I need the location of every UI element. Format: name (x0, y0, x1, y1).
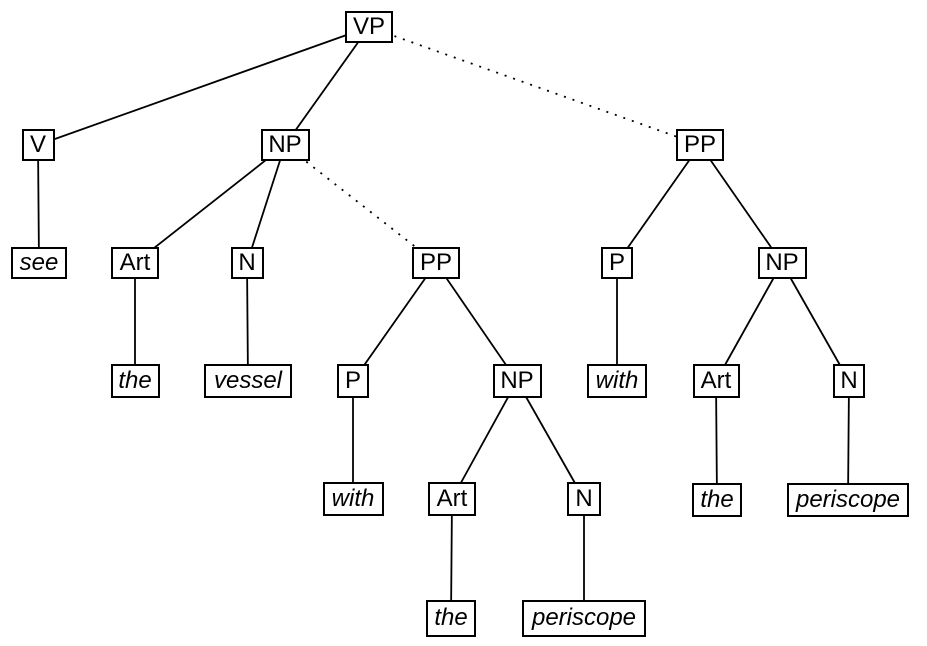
tree-node-np-right: NP (757, 247, 807, 279)
tree-node-the-mid: the (426, 599, 476, 637)
tree-node-p-mid: P (337, 364, 369, 398)
edge-pp-right-p-right (616, 144, 701, 264)
tree-node-art-main: Art (111, 247, 159, 279)
edge-vp-pp-right-dotted (368, 26, 701, 146)
edge-np-right-n-right (781, 262, 850, 382)
edge-np-main-pp-mid-dotted (284, 144, 437, 264)
tree-node-pp-right: PP (676, 129, 724, 161)
tree-node-np-main: NP (260, 129, 310, 161)
edge-np-right-art-right (715, 262, 783, 382)
edge-pp-mid-np-mid (435, 262, 518, 382)
edge-v-see (37, 144, 40, 264)
tree-node-see: see (11, 247, 67, 279)
edge-pp-mid-p-mid (352, 262, 437, 382)
tree-node-vp: VP (345, 11, 393, 43)
tree-node-n-main: N (230, 247, 264, 279)
edge-np-mid-n-mid (516, 380, 585, 500)
edge-np-main-art-main (134, 144, 286, 264)
tree-node-v: V (21, 129, 55, 161)
tree-node-art-mid: Art (428, 482, 476, 516)
tree-node-periscope-right: periscope (787, 483, 909, 517)
tree-node-art-right: Art (692, 364, 740, 398)
edge-n-right-periscope-right (847, 380, 850, 501)
tree-node-the-right: the (692, 483, 742, 517)
edge-n-main-vessel (246, 262, 249, 382)
edge-vp-np-main (284, 26, 370, 146)
tree-node-the-main: the (110, 364, 160, 398)
tree-node-periscope-mid: periscope (522, 599, 646, 637)
tree-node-with-right: with (587, 364, 647, 398)
tree-node-np-mid: NP (492, 364, 542, 398)
edge-art-mid-the-mid (450, 498, 453, 619)
edge-np-main-n-main (246, 144, 286, 264)
tree-node-with-mid: with (322, 482, 384, 516)
edge-pp-right-np-right (699, 144, 783, 264)
tree-node-vessel: vessel (204, 364, 292, 398)
tree-node-pp-mid: PP (412, 247, 460, 279)
edge-np-mid-art-mid (451, 380, 518, 500)
tree-node-n-right: N (833, 364, 865, 398)
tree-node-p-right: P (601, 247, 633, 279)
edge-art-right-the-right (715, 380, 718, 501)
tree-node-n-mid: N (567, 482, 601, 516)
edge-vp-v (37, 26, 370, 146)
